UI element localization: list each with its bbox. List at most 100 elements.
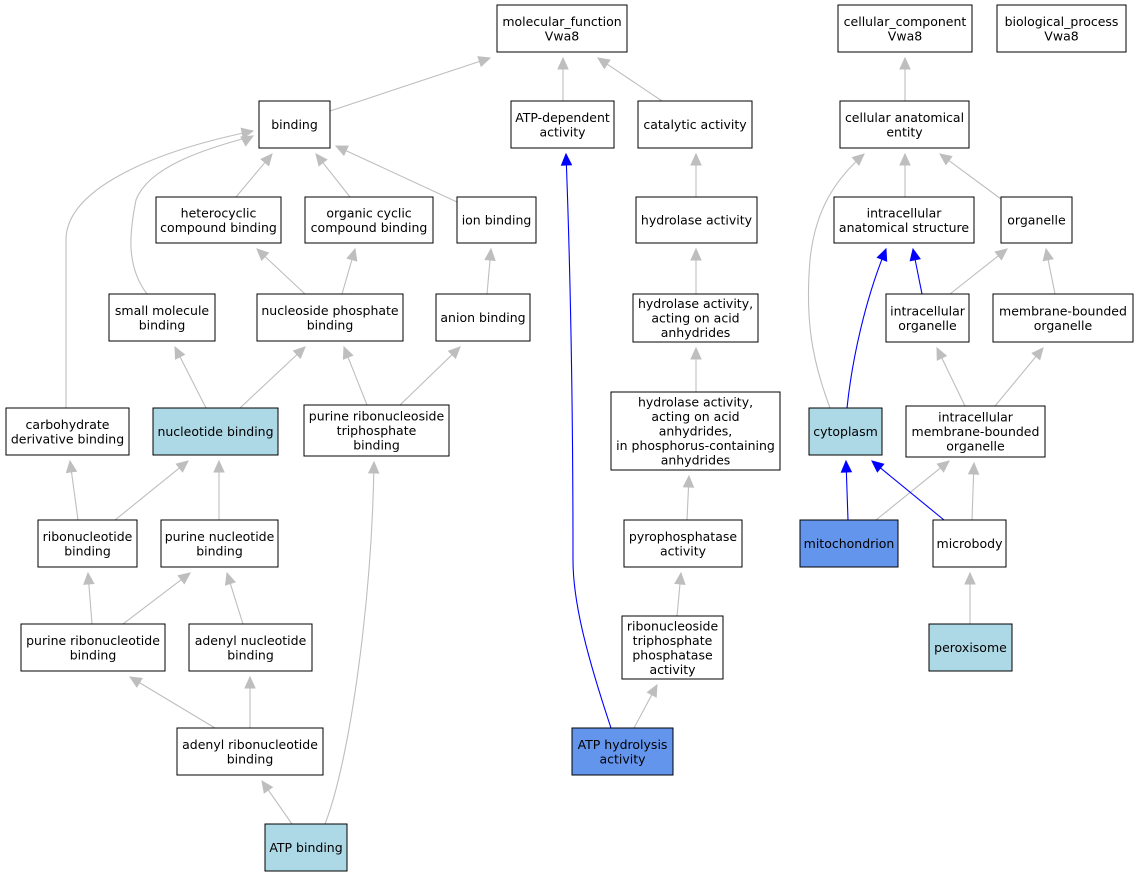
edge-binding-to-mf [329,56,492,112]
node-label-line: purine ribonucleotide [26,633,160,648]
node-box [885,293,970,343]
node-label-line: anion binding [440,310,525,325]
node-label-line: triphosphate [633,633,713,648]
node-label-line: binding [70,647,117,662]
node-label-line: binding [139,317,186,332]
node-label-line: binding [271,117,318,132]
node-anion[interactable]: anion binding [435,293,531,342]
node-label-line: ribonucleotide [43,529,133,544]
edge-atpdep-to-mf [557,56,569,101]
node-label-line: hydrolase activity [641,213,753,228]
edge-prnb-to-ribob [83,571,95,625]
node-cyto[interactable]: cytoplasm [808,407,883,456]
node-label-line: Vwa8 [888,28,922,43]
node-nucb[interactable]: nucleotide binding [152,407,279,456]
edge-imbo-to-intorg [936,346,966,407]
node-catalytic[interactable]: catalytic activity [637,100,753,149]
node-hydrolase[interactable]: hydrolase activity [635,196,758,244]
node-box [992,293,1134,343]
node-hyphos[interactable]: hydrolase activity,acting on acidanhydri… [610,391,781,471]
node-box [176,727,324,776]
edge-rntpa-to-pyro [674,571,686,617]
node-box [610,391,781,471]
node-rntpa[interactable]: ribonucleosidetriphosphatephosphataseact… [621,615,724,680]
node-label-line: biological_process [1005,14,1119,29]
node-label-line: nucleotide binding [157,424,273,439]
node-label-line: binding [64,543,111,558]
node-label-line: cytoplasm [813,424,878,439]
node-box [496,4,628,53]
node-mito[interactable]: mitochondrion [799,519,899,568]
edge-atpb-to-prntb [324,460,380,825]
edge-perox-to-microbody [964,571,976,624]
node-microbody[interactable]: microbody [932,519,1007,568]
node-box [932,519,1007,568]
node-label-line: adenyl ribonucleotide [182,737,318,752]
node-box [304,196,434,244]
node-label-line: adenyl nucleotide [195,633,307,648]
node-label-line: binding [227,647,274,662]
node-binding[interactable]: binding [258,100,331,149]
node-label-line: binding [196,543,243,558]
edge-carb-to-binding [65,127,255,408]
node-organelle[interactable]: organelle [1000,196,1073,244]
node-atpb[interactable]: ATP binding [264,823,348,872]
node-ionb[interactable]: ion binding [456,196,537,244]
node-hyacid[interactable]: hydrolase activity,acting on acidanhydri… [632,293,759,343]
node-label-line: pyrophosphatase [629,529,737,544]
node-label-line: organelle [1034,318,1093,333]
edge-npb-to-hetero [256,248,306,295]
node-label-line: activity [539,124,586,139]
node-label-line: peroxisome [934,640,1007,655]
node-label-line: intracellular [867,205,943,220]
node-label-line: heterocyclic [181,205,257,220]
node-label-line: hydrolase activity, [638,395,753,410]
node-label-line: ATP-dependent [515,110,610,125]
node-box [839,100,970,149]
edge-adenylrb-to-adenylnb [244,675,256,728]
node-label-line: small molecule [115,303,210,318]
node-label-line: binding [353,438,400,453]
node-label-line: compound binding [160,220,277,235]
node-label-line: binding [227,751,274,766]
node-label-line: organelle [946,439,1005,454]
node-box [37,519,138,568]
node-label-line: organelle [898,318,957,333]
node-box [799,519,899,568]
node-label-line: compound binding [311,220,428,235]
node-label-line: microbody [937,536,1004,551]
node-box [258,100,331,149]
edge-intorg-to-ias [909,247,923,295]
edge-atpb-to-adenylrb [261,780,293,825]
node-box [510,100,615,149]
node-box [623,519,743,568]
edge-ribob-to-nucb [114,460,189,521]
edge-orgcyc-to-binding [315,153,351,198]
node-label-line: entity [886,124,923,139]
node-perox[interactable]: peroxisome [928,623,1013,672]
node-label-line: mitochondrion [804,536,895,551]
node-box [5,407,130,456]
